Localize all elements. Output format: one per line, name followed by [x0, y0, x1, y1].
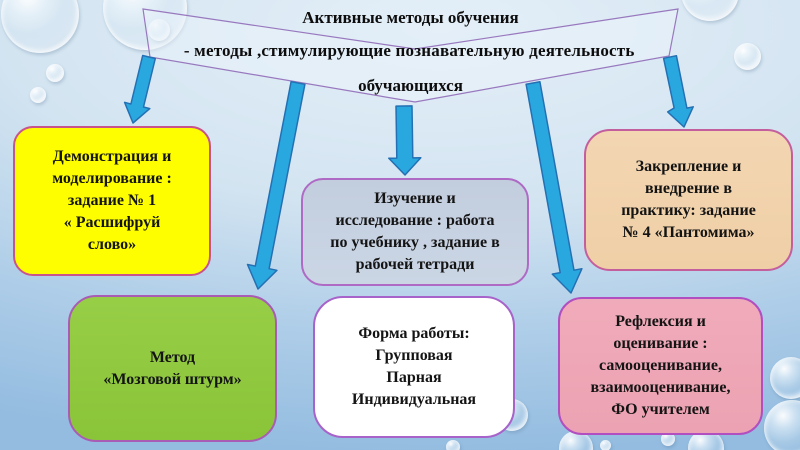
box-text-line: Закрепление и: [635, 158, 742, 175]
box-text-line: Индивидуальная: [351, 391, 477, 408]
box-text-line: рабочей тетради: [355, 256, 475, 273]
box-reflection-assessment: Рефлексия и оценивание : самооценивание,…: [558, 297, 763, 435]
arrow-to-demonstration: [123, 54, 157, 124]
arrow-to-brainstorm: [246, 80, 306, 290]
bubble-decoration: [681, 0, 739, 21]
box-text-line: Изучение и: [374, 190, 456, 207]
box-brainstorm-method: Метод «Мозговой штурм»: [68, 295, 277, 442]
title-line-3: обучающихся: [358, 76, 463, 95]
box-demonstration-modeling: Демонстрация и моделирование : задание №…: [13, 126, 211, 276]
box-text-line: задание № 1: [67, 192, 157, 209]
bubble-decoration: [46, 64, 64, 82]
box-text-line: внедрение в: [644, 180, 733, 197]
box-text-line: моделирование :: [52, 170, 172, 187]
box-text-line: Рефлексия и: [615, 313, 706, 330]
title-line-1: Активные методы обучения: [302, 8, 519, 27]
box-text-line: № 4 «Пантомима»: [622, 224, 755, 241]
slide-title: Активные методы обучения - методы ,стиму…: [143, 0, 678, 105]
box-text-line: « Расшифруй: [63, 214, 161, 231]
box-text-line: Форма работы:: [358, 325, 470, 342]
box-text-line: исследование : работа: [335, 212, 495, 229]
box-text-line: Метод: [149, 348, 196, 366]
bubble-decoration: [600, 440, 611, 450]
arrow-to-study: [388, 105, 422, 176]
bubble-decoration: [770, 357, 800, 399]
box-text-line: практику: задание: [621, 202, 756, 219]
box-text-line: Демонстрация и: [52, 148, 172, 165]
box-work-forms: Форма работы: Групповая Парная Индивидуа…: [313, 296, 515, 438]
box-study-research: Изучение и исследование : работа по учеб…: [301, 178, 529, 286]
box-text-line: взаимооценивание,: [590, 379, 731, 396]
title-line-2: - методы ,стимулирующие познавательную д…: [183, 41, 635, 60]
box-text-line: по учебнику , задание в: [330, 234, 500, 251]
arrow-to-reflection: [525, 81, 583, 294]
bubble-decoration: [688, 430, 724, 450]
box-text-line: слово»: [87, 236, 137, 253]
box-text-line: Парная: [386, 369, 442, 386]
box-text-line: ФО учителем: [611, 401, 710, 418]
bubble-decoration: [559, 431, 593, 450]
box-consolidation-practice: Закрепление и внедрение в практику: зада…: [584, 129, 793, 271]
bubble-decoration: [661, 432, 675, 446]
box-text-line: Групповая: [375, 347, 453, 364]
box-text-line: самооценивание,: [599, 357, 722, 374]
bubble-decoration: [734, 43, 761, 70]
bubble-decoration: [30, 87, 46, 103]
bubble-decoration: [446, 440, 460, 450]
box-text-line: оценивание :: [613, 335, 708, 352]
arrow-to-consolidation: [662, 54, 694, 128]
box-text-line: «Мозговой штурм»: [103, 370, 242, 388]
